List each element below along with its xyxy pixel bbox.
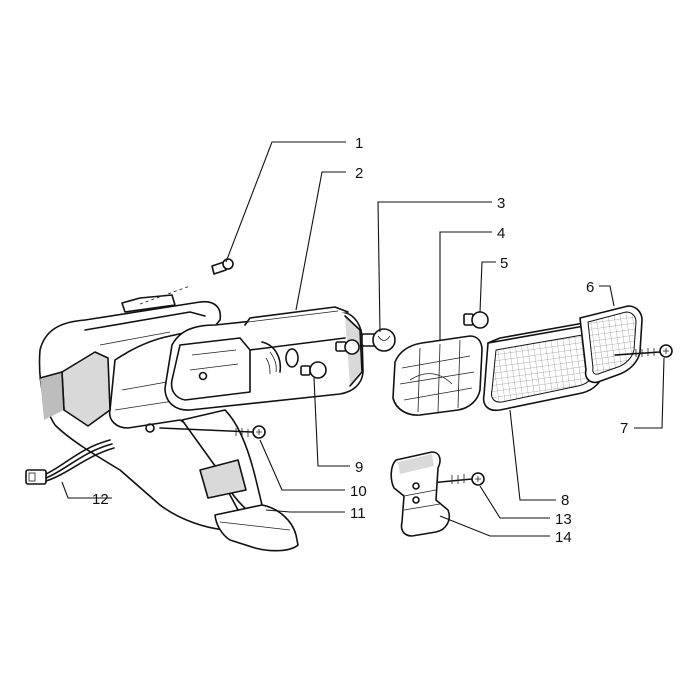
taillight-housing-part	[164, 306, 364, 411]
rear-fairing-part	[38, 294, 299, 552]
callout-11: 11	[350, 505, 366, 522]
plate-bracket-part	[390, 451, 451, 537]
side-reflector-part	[579, 305, 643, 384]
indicator-bulb-part	[463, 311, 489, 329]
screw-part-7	[614, 344, 673, 358]
screw-part-1	[211, 258, 234, 275]
callout-1: 1	[355, 135, 363, 152]
callout-5: 5	[500, 255, 508, 272]
callout-6: 6	[586, 279, 594, 296]
callout-labels: 1 2 3 4 5 6 7 8 9 10 11 12 13 14	[92, 135, 628, 546]
callout-9: 9	[355, 459, 363, 476]
callout-2: 2	[355, 165, 363, 182]
screw-part-10	[159, 425, 266, 439]
callout-4: 4	[497, 225, 505, 242]
stop-bulb-part	[361, 328, 396, 352]
screw-part-13	[429, 472, 485, 486]
parking-bulb-part	[300, 339, 360, 379]
callout-10: 10	[350, 483, 367, 500]
grid-lens-part	[482, 320, 607, 412]
wiring-connector-part	[25, 439, 115, 485]
leader-lines	[61, 141, 665, 537]
callout-13: 13	[555, 511, 572, 528]
callout-7: 7	[620, 420, 628, 437]
callout-8: 8	[561, 492, 569, 509]
callout-3: 3	[497, 195, 505, 212]
callout-12: 12	[92, 491, 109, 508]
callout-14: 14	[555, 529, 572, 546]
clear-lens-part	[392, 335, 483, 416]
